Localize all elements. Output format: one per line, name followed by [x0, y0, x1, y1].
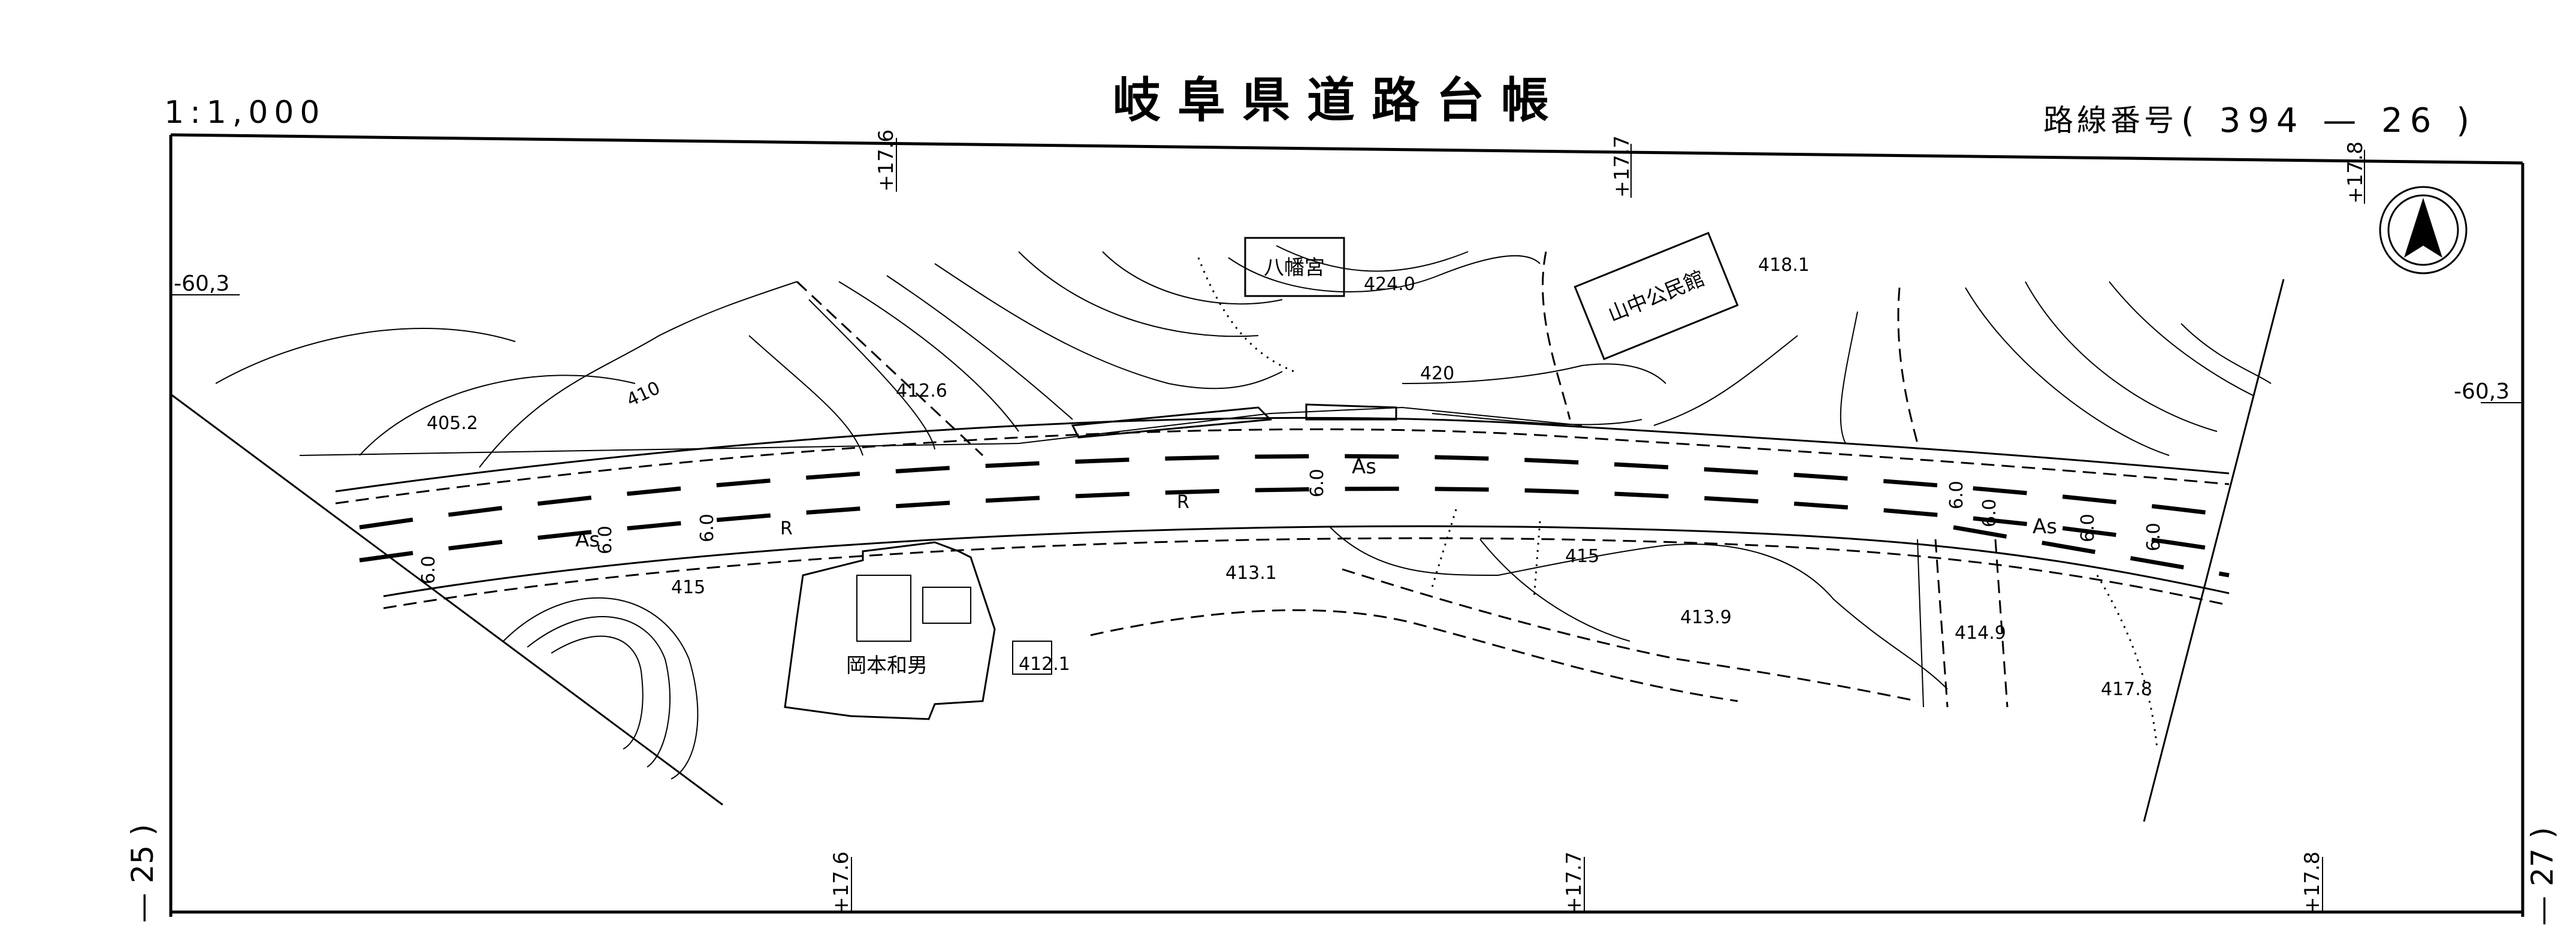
elevation: 420: [1420, 363, 1454, 384]
elevation: 413.9: [1680, 607, 1732, 628]
grid-tick-right: -60,3: [2454, 379, 2509, 404]
grid-tick: +17.7: [1562, 852, 1586, 914]
adjacent-sheet-right: — 27 ): [2525, 827, 2560, 926]
grid-ticks-bottom: +17.6 +17.7 +17.8: [829, 852, 2324, 914]
map-frame: [169, 135, 2524, 917]
building-okamoto-kazuo: 岡本和男: [784, 541, 996, 720]
surface-asphalt: As: [1352, 455, 1376, 479]
route-label: 路線番号: [2043, 103, 2178, 138]
elevation: 415: [1565, 546, 1599, 567]
building-label: 岡本和男: [846, 654, 928, 678]
elevation: 424.0: [1364, 274, 1415, 295]
elevation: 415: [671, 577, 705, 598]
road-width: 6.0: [2077, 514, 2098, 542]
grid-tick-left: -60,3: [174, 271, 229, 296]
curb-label: R: [780, 518, 793, 539]
building-label: 山中公民館: [1605, 267, 1708, 327]
elevation: 413.1: [1225, 563, 1277, 584]
elevation: 414.9: [1955, 623, 2006, 644]
road-width: 6.0: [595, 526, 616, 554]
road-width: 6.0: [2143, 523, 2164, 551]
surface-asphalt: As: [575, 528, 600, 552]
road-edge-north: [335, 416, 2230, 493]
building-hachimangu: 八幡宮: [1244, 237, 1345, 297]
sheet-boundary-left: [170, 393, 723, 806]
curb-label: R: [1177, 492, 1189, 513]
elevation: 412.1: [1019, 654, 1070, 675]
adjacent-sheet-left: — 25 ): [125, 824, 160, 923]
road-edge-south: [383, 525, 2230, 597]
scale-label: 1:1,000: [164, 95, 325, 131]
small-structure: [1012, 641, 1052, 675]
map-frame-top: [170, 133, 2523, 165]
lane-line-north: [359, 454, 2230, 530]
contour-lines-south: [503, 509, 2158, 780]
elevation: 405.2: [427, 413, 478, 434]
route-number: ( 394 — 26 ): [2181, 101, 2477, 140]
contour-lines: [215, 245, 2272, 468]
road-width: 6.0: [1307, 469, 1328, 497]
road-width: 6.0: [418, 555, 439, 584]
grid-tick: +17.6: [874, 129, 898, 192]
road-width: 6.0: [697, 514, 718, 542]
lane-line-south: [1953, 525, 2230, 578]
building-yamanaka-community-hall: 山中公民館: [1574, 231, 1739, 361]
retaining-wall: [1071, 403, 1397, 439]
road-annotations: As As As R R 6.0 6.0 6.0 6.0 6.0 6.0 6.0…: [418, 455, 2164, 584]
road-width: 6.0: [1979, 499, 2000, 527]
north-arrow-icon: [2379, 186, 2468, 274]
grid-tick: +17.6: [829, 852, 853, 914]
building-label: 八幡宮: [1264, 256, 1325, 280]
grid-tick: +17.8: [2300, 852, 2324, 914]
elevation: 412.6: [896, 381, 947, 401]
road: [299, 406, 2230, 609]
elevation-labels: 424.0 418.1 405.2 412.6 410 420 415 415 …: [427, 255, 2152, 700]
elevation: 417.8: [2101, 679, 2152, 700]
elevation: 418.1: [1758, 255, 1810, 276]
sheet-title: 岐阜県道路台帳: [1113, 73, 1566, 128]
road-width: 6.0: [1946, 481, 1967, 509]
road-centerline: [359, 487, 2230, 563]
grid-tick: +17.8: [2344, 141, 2367, 204]
sheet-boundary-right: [2143, 279, 2285, 822]
grid-tick: +17.7: [1610, 135, 1634, 198]
grid-ticks-top: +17.6 +17.7 +17.8: [874, 129, 2367, 204]
surface-asphalt: As: [2033, 515, 2057, 539]
